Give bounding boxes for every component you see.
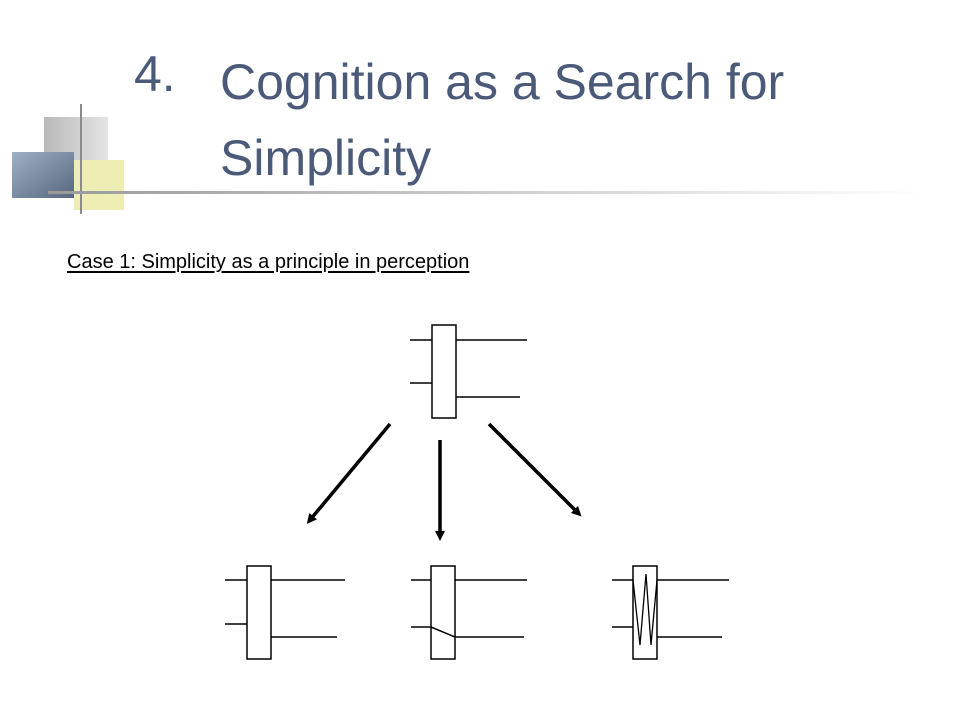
title-rule <box>48 191 928 194</box>
figure-left <box>225 565 345 660</box>
case-subtitle: Case 1: Simplicity as a principle in per… <box>67 251 470 273</box>
figure-right-zigzag <box>632 573 658 646</box>
figure-top-rect <box>431 324 457 419</box>
figure-right <box>612 565 729 660</box>
page-title: Cognition as a Search for Simplicity <box>220 54 785 186</box>
arrows <box>306 422 582 541</box>
figure-top <box>410 324 527 419</box>
title-number: 4. <box>134 46 176 102</box>
arrow-to-left <box>306 422 392 524</box>
figure-middle <box>411 565 527 660</box>
figure-middle-rect <box>430 565 456 660</box>
deco-yellow-square <box>74 160 124 210</box>
figure-left-rect <box>246 565 272 660</box>
figure-middle-bent-line <box>411 626 524 638</box>
deco-blue-square <box>12 152 74 198</box>
arrow-to-right <box>487 422 582 517</box>
